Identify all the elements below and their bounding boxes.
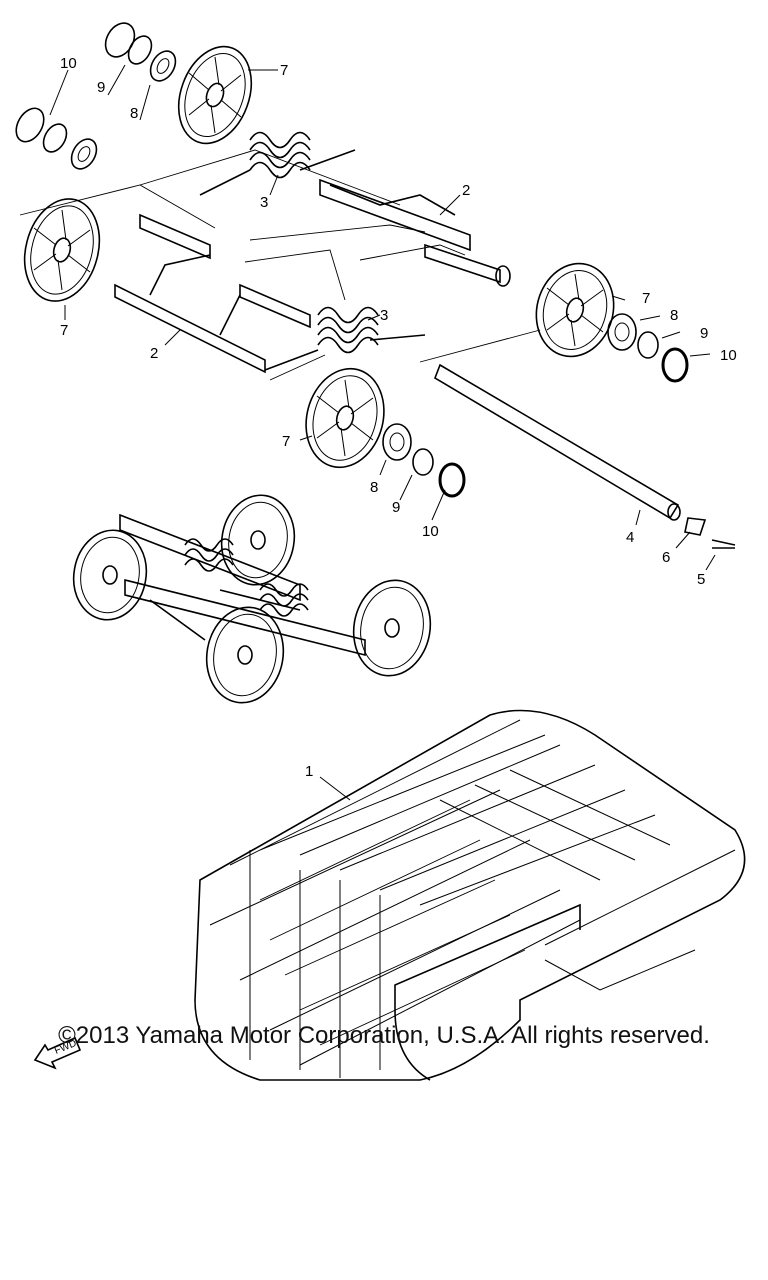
bolt — [711, 539, 736, 549]
callout-3: 3 — [260, 194, 268, 211]
callout-10: 10 — [720, 347, 737, 364]
callout-leaders — [49, 64, 716, 801]
callout-10: 10 — [60, 55, 77, 72]
callout-4: 4 — [626, 529, 634, 546]
torsion-spring-upper — [199, 131, 356, 196]
right-bearing-stack — [607, 313, 689, 383]
callout-9: 9 — [392, 499, 400, 516]
callout-7: 7 — [280, 62, 288, 79]
callouts: 10 9 8 7 3 2 7 2 3 7 8 9 10 7 8 9 10 4 6… — [60, 55, 737, 780]
center-bearing-stack — [382, 423, 466, 498]
snap-ring — [42, 123, 68, 153]
torsion-spring-lower — [264, 306, 426, 371]
circlip-ring — [15, 107, 45, 143]
callout-8: 8 — [370, 479, 378, 496]
snap-ring — [637, 331, 659, 359]
cap — [438, 462, 466, 498]
snap-ring — [412, 448, 434, 476]
upper-left-wheel-stack — [15, 22, 177, 170]
callout-8: 8 — [130, 105, 138, 122]
wheel-right — [535, 262, 615, 358]
cap — [661, 347, 689, 383]
wheel-left — [23, 198, 101, 302]
bearing — [149, 50, 177, 82]
callout-9: 9 — [700, 325, 708, 342]
callout-9: 9 — [97, 79, 105, 96]
callout-8: 8 — [670, 307, 678, 324]
bearing — [607, 313, 637, 351]
callout-5: 5 — [697, 571, 705, 588]
bearing — [382, 423, 412, 461]
exploded-parts-diagram: FWD 10 9 8 7 3 2 7 2 3 7 8 — [15, 22, 746, 1081]
callout-2: 2 — [150, 345, 158, 362]
swing-arm-lower — [114, 213, 311, 374]
callout-6: 6 — [662, 549, 670, 566]
callout-3: 3 — [380, 307, 388, 324]
long-shaft — [434, 363, 681, 521]
snap-ring — [127, 35, 153, 65]
plate-and-bolt — [684, 517, 736, 549]
callout-7: 7 — [642, 290, 650, 307]
callout-2: 2 — [462, 182, 470, 199]
callout-7: 7 — [60, 322, 68, 339]
wheel-upper — [177, 45, 253, 145]
swing-arm-upper — [319, 178, 511, 287]
plate — [684, 517, 707, 536]
track-belt — [194, 709, 746, 1081]
assembled-suspension — [72, 494, 432, 704]
bearing — [70, 138, 98, 170]
callout-7: 7 — [282, 433, 290, 450]
copyright-notice: ©2013 Yamaha Motor Corporation, U.S.A. A… — [58, 1022, 710, 1049]
callout-1: 1 — [305, 763, 313, 780]
wheel-center — [305, 367, 385, 469]
assembly-guide-lines — [19, 149, 541, 381]
callout-10: 10 — [422, 523, 439, 540]
